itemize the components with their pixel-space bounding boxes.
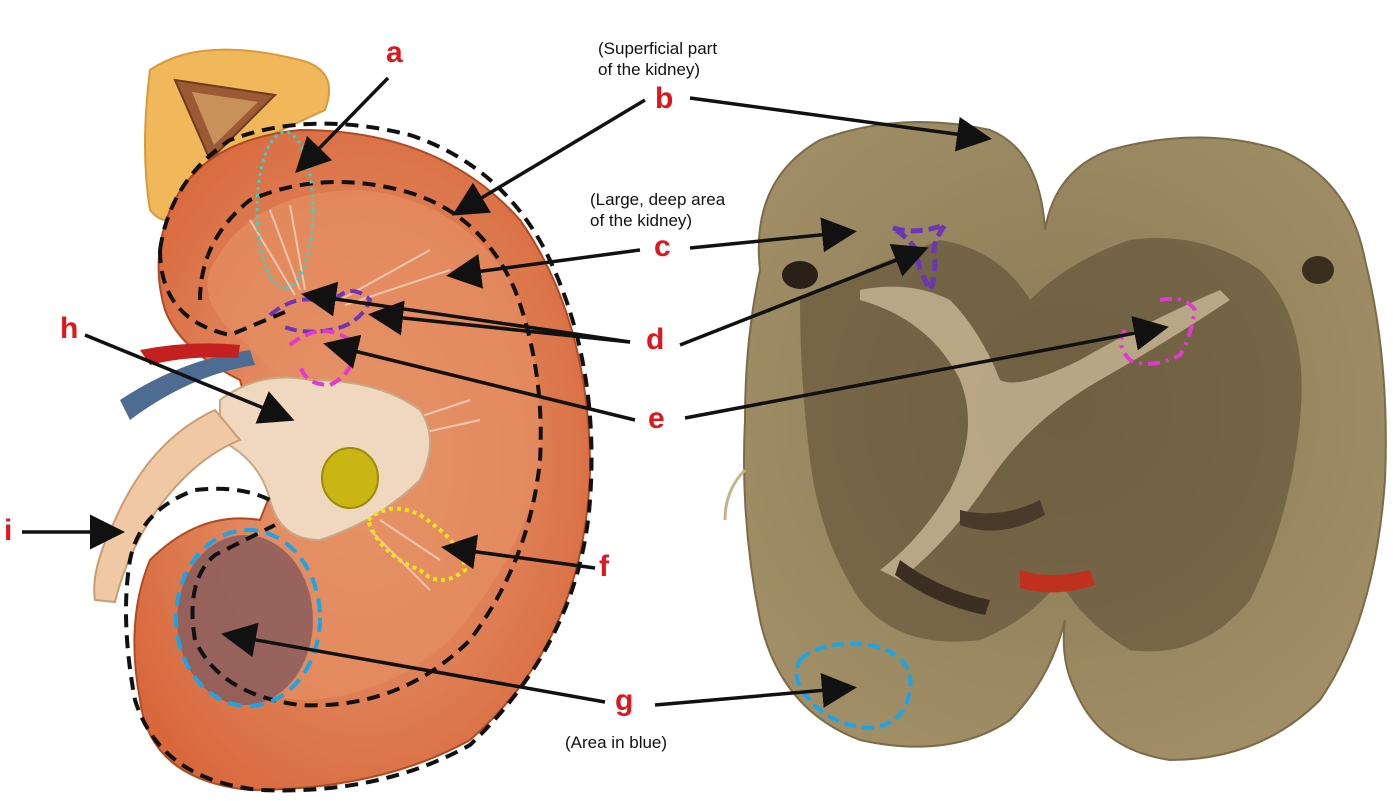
arrow-g-left <box>221 622 606 704</box>
arrow-a <box>295 76 390 174</box>
note-b-line2: of the kidney) <box>598 60 701 79</box>
label-c: c <box>654 230 671 263</box>
arrow-e-right <box>684 315 1169 420</box>
arrow-e-left <box>323 334 636 422</box>
specimen-vessels <box>782 256 1334 615</box>
note-c-line2: of the kidney) <box>590 211 693 230</box>
outline-area-blue-right <box>794 642 913 731</box>
label-d: d <box>646 323 665 356</box>
arrow-b-left <box>451 98 646 216</box>
arrow-d-2 <box>368 300 631 344</box>
label-g: g <box>615 684 634 717</box>
arrows <box>22 76 1169 708</box>
arrow-d-1 <box>301 281 631 344</box>
arrow-d-3 <box>679 243 929 347</box>
outline-pyramid-cyan <box>255 130 315 290</box>
renal-vessels <box>120 343 255 420</box>
outline-major-calyx-magenta-right <box>1119 296 1198 366</box>
label-e: e <box>648 402 665 435</box>
outline-cortex-inner <box>158 249 286 338</box>
arrow-c-right <box>689 217 857 253</box>
outline-area-blue-left <box>174 528 322 708</box>
label-i: i <box>4 514 13 547</box>
note-b: (Superficial part of the kidney) <box>598 38 717 80</box>
label-f: f <box>599 550 609 583</box>
outline-medulla-black <box>190 180 543 708</box>
sinus-fat <box>321 447 379 509</box>
specimen-kidney <box>723 121 1387 762</box>
model-lower-papilla <box>177 535 313 705</box>
label-a: a <box>386 36 403 69</box>
note-c-line1: (Large, deep area <box>590 190 726 209</box>
arrow-f <box>441 534 596 570</box>
note-c: (Large, deep area of the kidney) <box>590 189 725 231</box>
specimen-ureter <box>860 286 1230 580</box>
arrow-h <box>84 333 295 424</box>
arrow-g-right <box>654 672 857 708</box>
specimen-cable <box>723 468 747 521</box>
label-h: h <box>60 312 79 345</box>
outline-papilla-yellow <box>365 506 468 582</box>
arrow-c-left <box>446 248 641 289</box>
model-kidney <box>93 48 592 792</box>
note-b-line1: (Superficial part <box>598 39 718 58</box>
arrow-b-right <box>689 96 992 152</box>
note-g: (Area in blue) <box>565 733 668 752</box>
label-b: b <box>655 82 674 115</box>
